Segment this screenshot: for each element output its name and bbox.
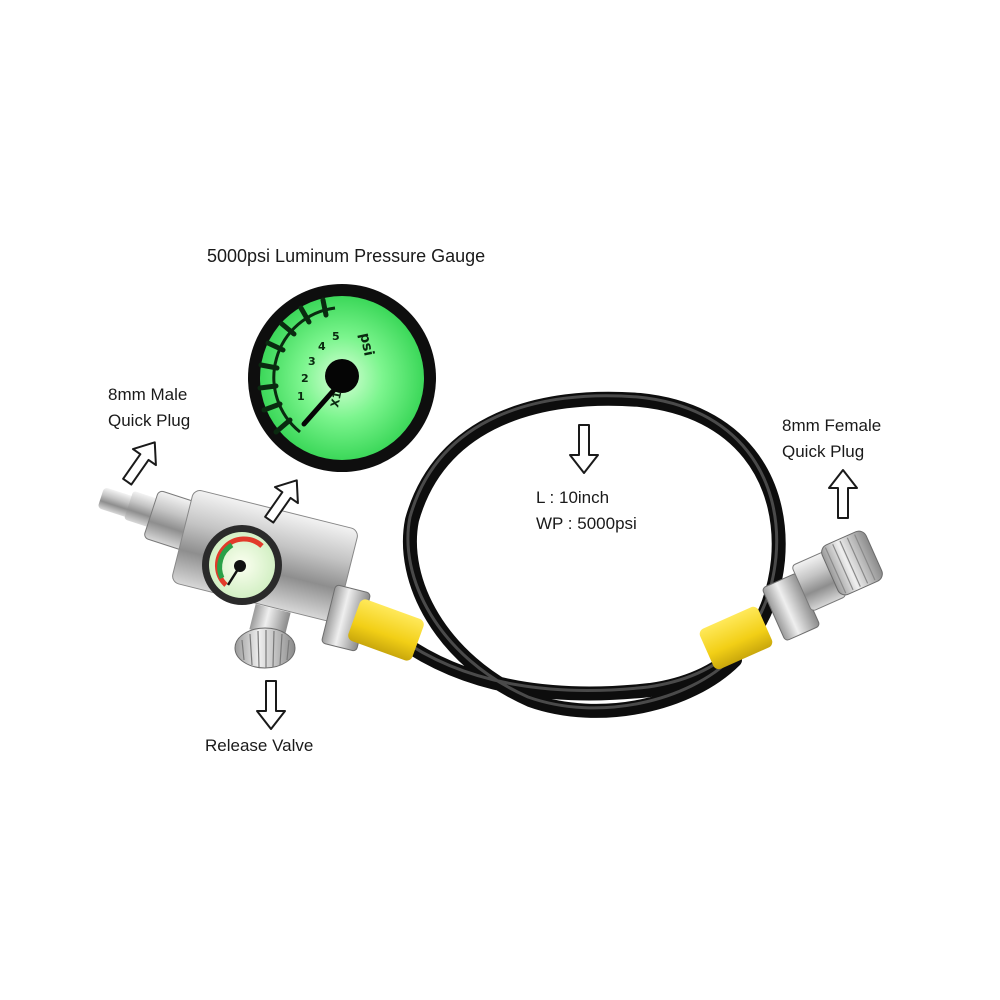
- gauge-unit: psi: [356, 332, 376, 358]
- male-plug-collar: [124, 491, 158, 527]
- hose: [393, 391, 786, 718]
- hose-body: [393, 391, 786, 718]
- female-socket-knurling: [824, 534, 876, 594]
- female-fitting-assembly: [699, 530, 883, 670]
- female-plug-line2: Quick Plug: [782, 442, 865, 461]
- gauge-scale-numbers: 1 2 3 4 5: [297, 330, 340, 403]
- gauge-number-3: 3: [308, 355, 316, 368]
- gauge-number-4: 4: [318, 340, 326, 353]
- gauge-needle: [301, 387, 337, 427]
- gauge-number-5: 5: [332, 330, 340, 343]
- arrow-male-plug: [122, 441, 157, 486]
- gauge-title-text: 5000psi Luminum Pressure Gauge: [207, 246, 486, 266]
- arrow-female-plug: [828, 469, 858, 519]
- small-gauge-green-zone: [217, 542, 234, 580]
- arrow-release-valve: [256, 680, 286, 730]
- female-quick-plug-socket: [821, 530, 883, 596]
- release-valve-knob: [234, 627, 296, 669]
- release-valve-knurling: [241, 630, 290, 668]
- gauge-number-2: 2: [301, 372, 309, 385]
- arrow-gauge: [264, 479, 299, 524]
- gauge-center-hub: [325, 359, 359, 393]
- male-plug-line2: Quick Plug: [108, 411, 191, 430]
- gauge-title-label: 5000psi Luminum Pressure Gauge: [207, 243, 485, 269]
- gauge-scale-arc: [272, 306, 336, 434]
- male-plug-label: 8mm Male Quick Plug: [108, 382, 190, 434]
- female-plug-label: 8mm Female Quick Plug: [782, 413, 881, 465]
- male-plug-line1: 8mm Male: [108, 385, 188, 404]
- yellow-sleeve-right: [699, 606, 773, 670]
- hose-highlight: [396, 394, 779, 710]
- yellow-sleeve-left: [348, 599, 424, 661]
- release-valve-text: Release Valve: [205, 736, 314, 755]
- callout-arrows: [122, 424, 858, 730]
- luminous-gauge-closeup: 1 2 3 4 5 psi X1000: [248, 284, 436, 472]
- female-plug-line1: 8mm Female: [782, 416, 882, 435]
- small-gauge-needle: [226, 565, 242, 586]
- hose-spec-label: L : 10inch WP : 5000psi: [536, 485, 637, 537]
- fill-station-assembly: [98, 488, 424, 669]
- arrow-hose: [569, 424, 599, 474]
- hose-pressure-text: WP : 5000psi: [536, 514, 637, 533]
- hose-length-text: L : 10inch: [536, 488, 610, 507]
- release-valve-label: Release Valve: [205, 733, 313, 759]
- gauge-number-1: 1: [297, 390, 305, 403]
